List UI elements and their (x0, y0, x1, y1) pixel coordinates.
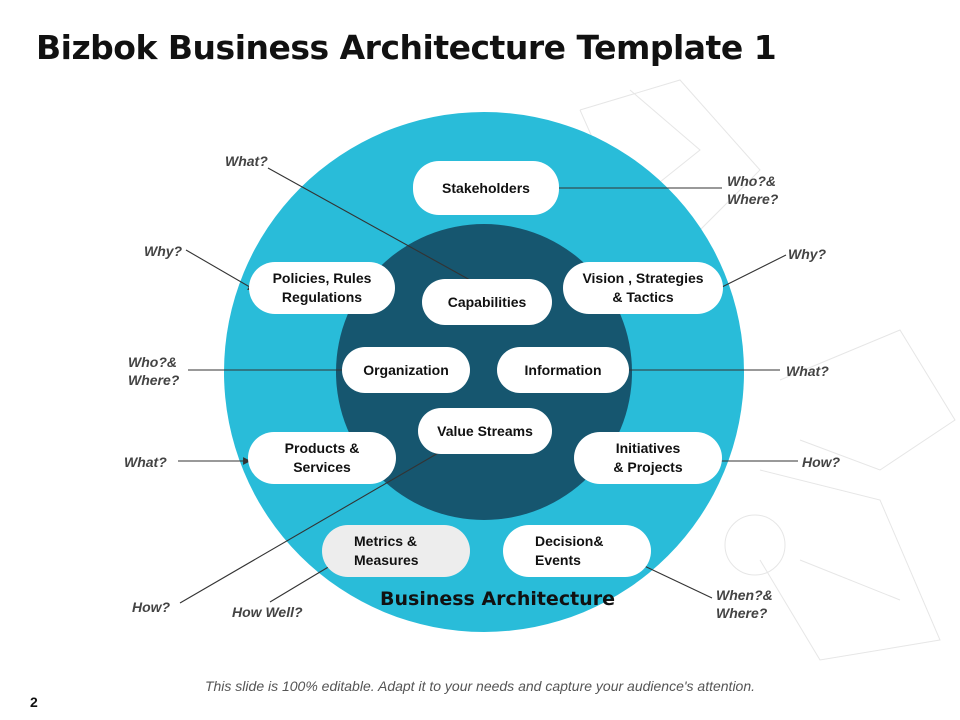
inner-circle (336, 224, 632, 520)
arrow-why-right (711, 254, 787, 293)
arrow-how-bottom (179, 444, 453, 604)
question-what-left: What? (124, 454, 167, 470)
arrow-why-left (185, 249, 256, 291)
pill-value-streams[interactable]: Value Streams (418, 408, 552, 454)
pill-vision[interactable]: Vision , Strategies & Tactics (563, 262, 723, 314)
question-who-where-top: Who?& Where? (727, 173, 779, 207)
page-title: Bizbok Business Architecture Template 1 (36, 28, 777, 67)
pill-initiatives[interactable]: Initiatives & Projects (574, 432, 722, 484)
page-number: 2 (30, 694, 38, 710)
question-what-right: What? (786, 363, 829, 379)
pill-information[interactable]: Information (497, 347, 629, 393)
pill-organization[interactable]: Organization (342, 347, 470, 393)
pill-decision[interactable]: Decision& Events (503, 525, 651, 577)
pill-stakeholders[interactable]: Stakeholders (413, 161, 559, 215)
question-who-where-left: Who?& Where? (128, 354, 180, 388)
question-what-top: What? (225, 153, 268, 169)
arrow-what-top (267, 167, 489, 291)
pill-policies[interactable]: Policies, Rules Regulations (249, 262, 395, 314)
question-how-well: How Well? (232, 604, 303, 620)
pill-metrics[interactable]: Metrics & Measures (322, 525, 470, 577)
arrows (178, 167, 798, 604)
arrow-when-where (637, 562, 713, 599)
question-when-where: When?& Where? (716, 587, 773, 621)
question-how-right: How? (802, 454, 841, 470)
question-why-left: Why? (144, 243, 183, 259)
footer-note: This slide is 100% editable. Adapt it to… (204, 678, 756, 694)
pill-products[interactable]: Products & Services (248, 432, 396, 484)
business-architecture-label: Business Architecture (380, 588, 615, 610)
pill-capabilities[interactable]: Capabilities (422, 279, 552, 325)
question-how-bottom: How? (132, 599, 171, 615)
question-why-right: Why? (788, 246, 827, 262)
